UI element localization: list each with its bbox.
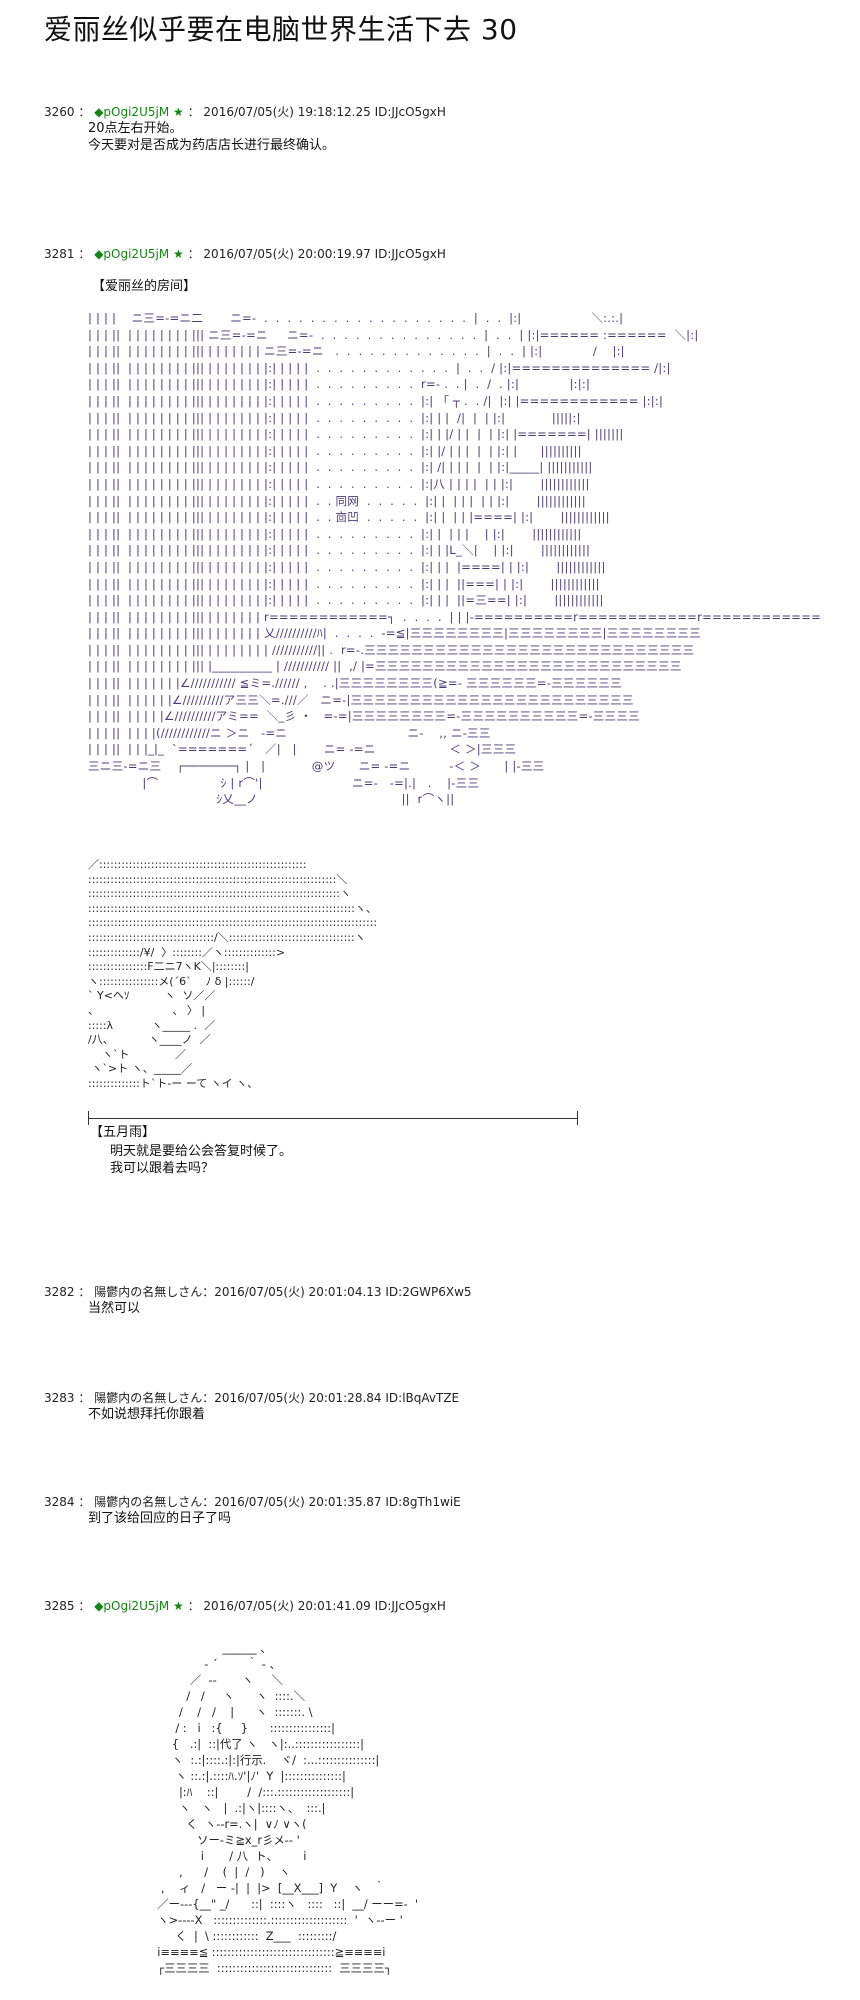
post-id: ID:JJcO5gxH [374, 1599, 446, 1613]
post-id: ID:JJcO5gxH [374, 247, 446, 261]
trip-diamond-icon: ◆ [94, 1599, 104, 1613]
post-number: 3285 [44, 1599, 75, 1613]
character-ascii-art: ／:::::::::::::::::::::::::::::::::::::::… [88, 858, 378, 1090]
room-ascii-art: | | | | ニ三=-=ニ二 ニ=- . . . . . . . . . . … [88, 311, 822, 807]
post-date: 2016/07/05(火) 20:01:41.09 [203, 1599, 371, 1613]
post-3284: 3284 ： 陽鬱内の名無しさん：2016/07/05(火) 20:01:35.… [44, 1494, 844, 1527]
post-number: 3260 [44, 105, 75, 119]
trip-code: pOgi2U5jM [103, 247, 170, 261]
post-3285: 3285 ： ◆pOgi2U5jM ★ ： 2016/07/05(火) 20:0… [44, 1598, 844, 1614]
post-number: 3281 [44, 247, 75, 261]
character-ascii-art-bottom: ______ 、 ‐ ´ ｀ ‐ 、 ／ -‐ ヽ ＼ / / ヽ ヽ ::::… [157, 1641, 419, 1975]
divider-tick [577, 1111, 578, 1125]
poster-name: 陽鬱内の名無しさん [94, 1495, 203, 1509]
post-id: ID:8gTh1wiE [385, 1495, 461, 1509]
post-3282: 3282 ： 陽鬱内の名無しさん：2016/07/05(火) 20:01:04.… [44, 1284, 844, 1317]
post-number: 3283 [44, 1391, 75, 1405]
post-date: 2016/07/05(火) 19:18:12.25 [203, 105, 371, 119]
post-3283: 3283 ： 陽鬱内の名無しさん：2016/07/05(火) 20:01:28.… [44, 1390, 844, 1423]
poster-name: 陽鬱内の名無しさん [94, 1285, 203, 1299]
room-label: 【爱丽丝的房间】 [92, 279, 197, 294]
post-body: 不如说想拜托你跟着 [88, 1407, 206, 1422]
post-header: 3284 ： 陽鬱内の名無しさん：2016/07/05(火) 20:01:35.… [44, 1495, 461, 1509]
post-date: 2016/07/05(火) 20:00:19.97 [203, 247, 371, 261]
post-body: 20点左右开始。 今天要对是否成为药店店长进行最终确认。 [88, 121, 336, 153]
post-header: 3282 ： 陽鬱内の名無しさん：2016/07/05(火) 20:01:04.… [44, 1285, 472, 1299]
post-id: ID:2GWP6Xw5 [385, 1285, 472, 1299]
trip-diamond-icon: ◆ [94, 247, 104, 261]
star-icon: ★ [173, 247, 184, 261]
trip-code: pOgi2U5jM [103, 1599, 170, 1613]
divider-line [88, 1118, 578, 1119]
post-id: ID:lBqAvTZE [385, 1391, 460, 1405]
post-date: 2016/07/05(火) 20:01:35.87 [214, 1495, 382, 1509]
trip-diamond-icon: ◆ [94, 105, 104, 119]
page-title: 爱丽丝似乎要在电脑世界生活下去 30 [44, 13, 518, 46]
post-3281: 3281 ： ◆pOgi2U5jM ★ ： 2016/07/05(火) 20:0… [44, 246, 844, 262]
star-icon: ★ [173, 1599, 184, 1613]
post-id: ID:JJcO5gxH [374, 105, 446, 119]
post-number: 3284 [44, 1495, 75, 1509]
star-icon: ★ [173, 105, 184, 119]
post-body: 当然可以 [88, 1301, 141, 1316]
post-body: 到了该给回应的日子了吗 [88, 1511, 232, 1526]
speech-text: 明天就是要给公会答复时候了。 我可以跟着去吗？ [110, 1144, 293, 1176]
post-3260: 3260 ： ◆pOgi2U5jM ★ ： 2016/07/05(火) 19:1… [44, 104, 844, 154]
post-header: 3283 ： 陽鬱内の名無しさん：2016/07/05(火) 20:01:28.… [44, 1391, 460, 1405]
poster-name: 陽鬱内の名無しさん [94, 1391, 203, 1405]
speaker-label: 【五月雨】 [90, 1125, 156, 1140]
post-date: 2016/07/05(火) 20:01:04.13 [214, 1285, 382, 1299]
divider-tick [88, 1111, 89, 1125]
post-header: 3260 ： ◆pOgi2U5jM ★ ： 2016/07/05(火) 19:1… [44, 105, 446, 119]
post-header: 3281 ： ◆pOgi2U5jM ★ ： 2016/07/05(火) 20:0… [44, 247, 446, 261]
post-number: 3282 [44, 1285, 75, 1299]
post-date: 2016/07/05(火) 20:01:28.84 [214, 1391, 382, 1405]
post-header: 3285 ： ◆pOgi2U5jM ★ ： 2016/07/05(火) 20:0… [44, 1599, 446, 1613]
trip-code: pOgi2U5jM [103, 105, 170, 119]
